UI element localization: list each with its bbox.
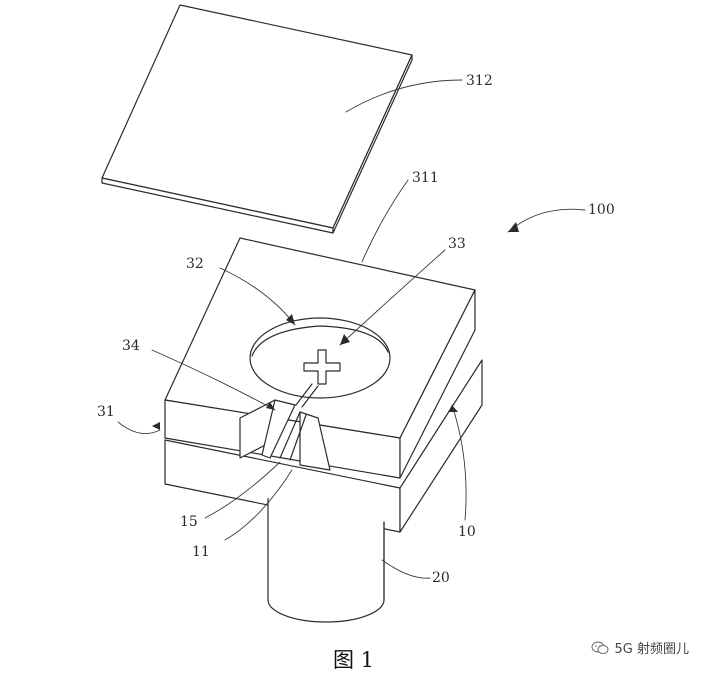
label-33: 33 <box>448 236 466 252</box>
reference-labels: 312 311 100 33 32 34 31 10 15 11 20 <box>97 73 615 586</box>
label-100: 100 <box>588 202 615 218</box>
label-31: 31 <box>97 404 115 420</box>
top-plate-312 <box>101 4 413 234</box>
wechat-icon <box>591 641 609 654</box>
label-11: 11 <box>192 544 210 560</box>
label-20: 20 <box>432 570 450 586</box>
label-32: 32 <box>186 256 204 272</box>
label-15: 15 <box>180 514 198 530</box>
figure-caption: 图 1 <box>332 648 375 672</box>
watermark-text: 5G 射频圈儿 <box>614 642 689 657</box>
label-311: 311 <box>412 170 439 186</box>
label-10: 10 <box>458 524 476 540</box>
cross-element-33 <box>303 349 341 385</box>
notch-34 <box>239 399 331 471</box>
arrowheads <box>152 222 519 430</box>
watermark: 5G 射频圈儿 <box>591 638 689 657</box>
label-34: 34 <box>122 338 140 354</box>
feed-line-15 <box>295 383 319 408</box>
substrate-block-10 <box>164 359 483 533</box>
label-312: 312 <box>466 73 493 89</box>
